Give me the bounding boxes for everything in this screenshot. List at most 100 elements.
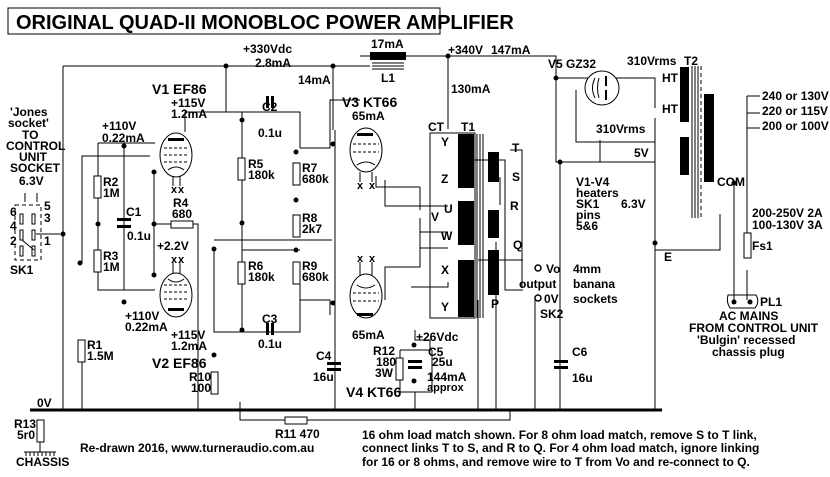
svg-text:C1: C1 xyxy=(126,205,142,219)
resistor-r6 xyxy=(237,261,246,285)
note-line-3: for 16 or 8 ohms, and remove wire to T f… xyxy=(362,455,750,469)
resistor-r5 xyxy=(237,157,246,181)
svg-text:R10: R10 xyxy=(189,370,211,384)
svg-text:65mA: 65mA xyxy=(352,328,385,342)
capacitor-c6 xyxy=(554,360,568,363)
svg-text:5: 5 xyxy=(44,199,51,213)
rail-340v: +340V xyxy=(448,43,483,57)
chassis-ground-symbol xyxy=(24,442,56,456)
zero-volt-socket[interactable] xyxy=(534,294,542,302)
ground-label: 0V xyxy=(37,396,52,410)
labels: +330Vdc 2.8mA 14mA +340V 147mA 130mA 0V … xyxy=(6,42,829,469)
svg-text:X: X xyxy=(441,263,449,277)
svg-text:310Vrms: 310Vrms xyxy=(596,122,646,136)
svg-text:1.2mA: 1.2mA xyxy=(171,107,207,121)
svg-text:1M: 1M xyxy=(103,186,120,200)
rail-340v-current: 147mA xyxy=(491,43,531,57)
svg-text:V3 KT66: V3 KT66 xyxy=(342,94,397,110)
svg-text:100-130V 3A: 100-130V 3A xyxy=(752,218,823,232)
output-transformer-t1 xyxy=(429,132,499,319)
resistor-r9 xyxy=(292,261,301,285)
svg-text:sockets: sockets xyxy=(573,292,618,306)
svg-text:+110V: +110V xyxy=(125,309,159,323)
svg-text:R12: R12 xyxy=(373,344,395,358)
svg-text:x: x xyxy=(171,184,178,196)
svg-text:0.22mA: 0.22mA xyxy=(102,131,145,145)
svg-text:5V: 5V xyxy=(634,146,649,160)
svg-text:16u: 16u xyxy=(313,370,334,384)
svg-text:144mA: 144mA xyxy=(427,370,467,384)
svg-text:FROM CONTROL UNIT: FROM CONTROL UNIT xyxy=(689,321,819,335)
svg-text:680: 680 xyxy=(172,207,192,221)
svg-text:200-250V 2A: 200-250V 2A xyxy=(752,206,823,220)
svg-text:x: x xyxy=(369,180,376,192)
svg-text:heaters: heaters xyxy=(576,186,619,200)
svg-text:x: x xyxy=(357,253,364,265)
resistor-r1 xyxy=(77,339,86,363)
sk1-label: SK1 xyxy=(10,263,34,277)
svg-text:CT: CT xyxy=(428,120,445,134)
svg-text:R3: R3 xyxy=(103,249,119,263)
resistor-r3 xyxy=(93,249,102,273)
svg-text:banana: banana xyxy=(573,277,615,291)
capacitor-c3 xyxy=(266,323,269,335)
tube-v2 xyxy=(159,262,193,318)
svg-text:V1-V4: V1-V4 xyxy=(576,175,610,189)
junctions xyxy=(60,53,737,384)
svg-text:'Jones: 'Jones xyxy=(10,105,48,119)
cathode-voltage: +2.2V xyxy=(157,239,189,253)
svg-text:R5: R5 xyxy=(248,157,264,171)
resistor-r11 xyxy=(284,416,308,425)
v3-branch-current: 14mA xyxy=(298,73,331,87)
svg-text:4: 4 xyxy=(10,219,17,233)
choke-l1: 17mA L1 xyxy=(360,37,406,85)
resistors xyxy=(36,157,752,443)
svg-text:C3: C3 xyxy=(262,312,278,326)
svg-text:TO: TO xyxy=(22,128,38,142)
svg-text:chassis plug: chassis plug xyxy=(712,345,785,359)
svg-text:3W: 3W xyxy=(375,366,394,380)
svg-text:+26Vdc: +26Vdc xyxy=(416,330,459,344)
svg-text:T: T xyxy=(512,141,520,155)
svg-text:2: 2 xyxy=(10,234,17,248)
svg-text:R1: R1 xyxy=(87,338,103,352)
svg-text:Fs1: Fs1 xyxy=(752,239,773,253)
svg-text:P: P xyxy=(491,297,499,311)
svg-text:C6: C6 xyxy=(572,345,588,359)
svg-text:Z: Z xyxy=(441,172,448,186)
svg-text:x: x xyxy=(178,184,185,196)
svg-text:6.3V: 6.3V xyxy=(621,197,646,211)
capacitor-c4 xyxy=(327,362,341,365)
svg-text:R8: R8 xyxy=(302,211,318,225)
svg-text:1.5M: 1.5M xyxy=(87,349,114,363)
svg-text:25u: 25u xyxy=(432,355,453,369)
svg-text:180: 180 xyxy=(376,355,396,369)
svg-text:pins: pins xyxy=(576,208,601,222)
svg-text:1M: 1M xyxy=(103,260,120,274)
svg-text:PL1: PL1 xyxy=(760,295,782,309)
svg-text:310Vrms: 310Vrms xyxy=(627,54,677,68)
svg-text:3: 3 xyxy=(44,211,51,225)
svg-text:0V: 0V xyxy=(544,292,559,306)
svg-text:240 or 130V: 240 or 130V xyxy=(762,89,829,103)
svg-text:HT: HT xyxy=(662,102,679,116)
svg-text:R: R xyxy=(510,199,519,213)
resistor-r13 xyxy=(36,419,45,443)
vo-socket[interactable] xyxy=(534,264,542,272)
svg-text:0.1u: 0.1u xyxy=(127,229,151,243)
svg-text:680k: 680k xyxy=(302,270,329,284)
svg-text:socket': socket' xyxy=(8,116,49,130)
output-sockets xyxy=(534,264,542,302)
svg-text:x: x xyxy=(357,180,364,192)
svg-text:+110V: +110V xyxy=(102,119,136,133)
svg-text:R2: R2 xyxy=(103,175,119,189)
choke-label: L1 xyxy=(381,71,395,85)
resistor-r7 xyxy=(292,162,301,186)
svg-text:0.1u: 0.1u xyxy=(258,126,282,140)
mains-plug-pl1 xyxy=(726,294,759,309)
note-line-2: connect links T to S, and R to Q. For 4 … xyxy=(362,441,759,455)
svg-text:100: 100 xyxy=(191,381,211,395)
svg-text:+115V: +115V xyxy=(171,96,205,110)
svg-text:0.22mA: 0.22mA xyxy=(125,320,168,334)
